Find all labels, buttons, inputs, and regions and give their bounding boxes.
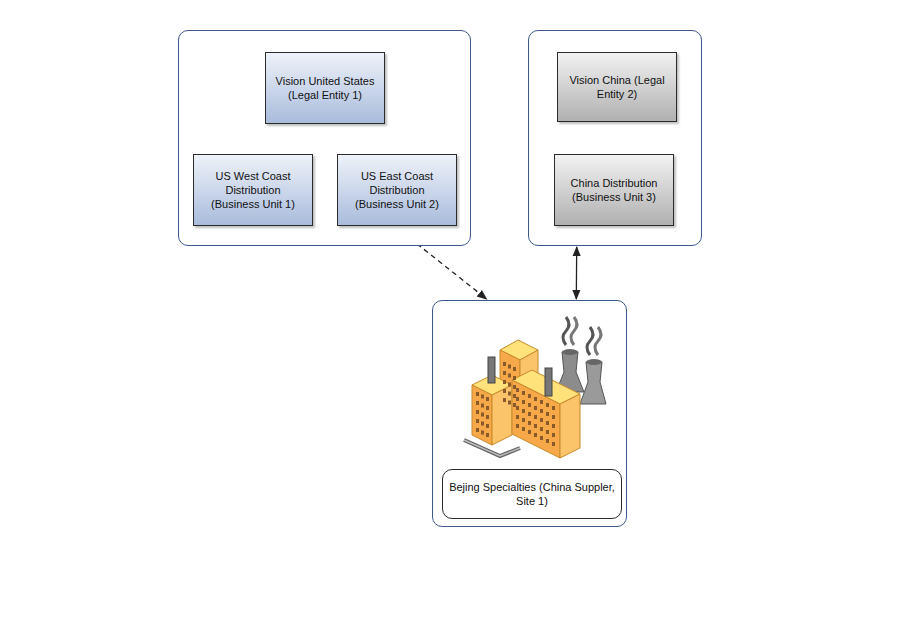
group-frame: Vision China (Legal Entity 2) China Distr… — [528, 30, 702, 246]
node-text: China Distribution (Business Unit 3) — [561, 176, 667, 204]
business-unit-box: China Distribution (Business Unit 3) — [554, 154, 674, 226]
business-unit-box: US East Coast Distribution (Business Uni… — [337, 154, 457, 226]
connector-arrow — [576, 247, 578, 299]
node-text: Bejing Specialties (China Suppler, Site … — [449, 480, 615, 508]
node-text: Vision China (Legal Entity 2) — [564, 73, 670, 101]
group-frame: Vision United States (Legal Entity 1) US … — [178, 30, 471, 246]
legal-entity-box: Vision China (Legal Entity 2) — [557, 52, 677, 122]
node-text: US East Coast Distribution (Business Uni… — [344, 169, 450, 211]
business-unit-box: US West Coast Distribution (Business Uni… — [193, 154, 313, 226]
legal-entity-box: Vision United States (Legal Entity 1) — [265, 52, 385, 124]
supplier-label: Bejing Specialties (China Suppler, Site … — [442, 469, 622, 519]
node-text: Vision United States (Legal Entity 1) — [272, 74, 378, 102]
node-text: US West Coast Distribution (Business Uni… — [200, 169, 306, 211]
supplier-frame: Bejing Specialties (China Suppler, Site … — [432, 300, 627, 527]
